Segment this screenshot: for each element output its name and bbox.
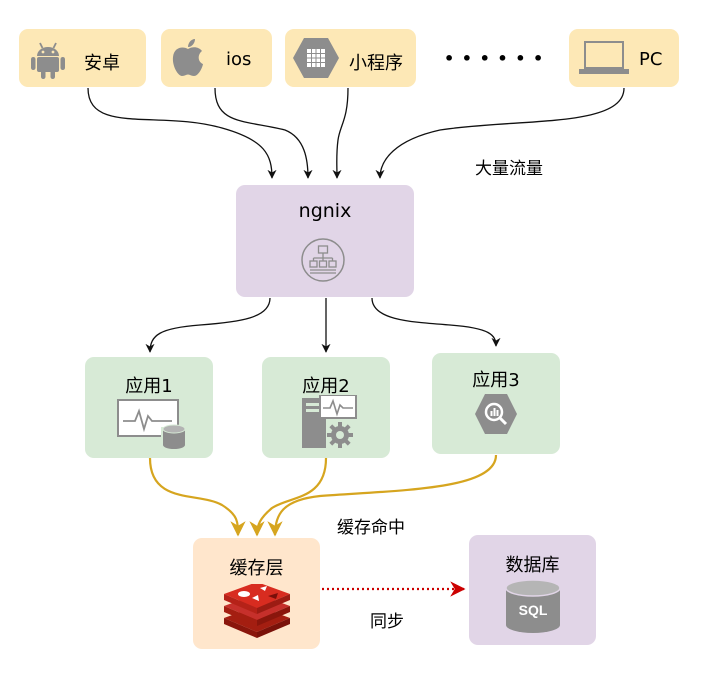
app-2-title: 应用2 [302,376,350,397]
miniprogram-icon [293,38,339,78]
app-1-title: 应用1 [125,376,173,397]
analytics-hexagon-icon [475,394,517,434]
cache-hit-label: 缓存命中 [337,518,405,538]
client-android-label: 安卓 [84,53,120,74]
network-topology-icon [301,238,345,282]
sync-label: 同步 [370,612,404,632]
app-1: 应用1 [85,357,213,458]
client-ios-label: ios [226,49,252,70]
client-pc: PC [569,29,679,87]
client-ios: ios [161,29,272,87]
sql-database-icon: SQL [505,579,561,633]
redis-icon [224,584,290,638]
arrow-app2-cache [249,457,328,537]
client-miniprogram: 小程序 [285,29,416,87]
database-node: 数据库 SQL [469,535,596,645]
arrow-ios-nginx [214,87,313,179]
apple-icon [172,39,203,76]
client-android: 安卓 [19,29,146,87]
app-3: 应用3 [432,353,560,454]
app-3-title: 应用3 [472,370,520,391]
app-2: 应用2 [262,357,390,458]
server-settings-icon [302,395,357,448]
arrow-nginx-app3 [371,297,501,347]
client-pc-label: PC [639,49,663,70]
arrow-android-nginx [87,87,277,179]
database-title: 数据库 [505,555,560,576]
nginx-node: ngnix [236,185,414,297]
clients-ellipsis: • • • • • • [444,49,545,68]
client-miniprogram-label: 小程序 [349,53,403,74]
laptop-icon [579,41,629,74]
traffic-label: 大量流量 [475,159,543,179]
monitor-database-icon [117,399,187,449]
cache-title: 缓存层 [229,558,284,579]
sql-icon-text: SQL [519,602,548,618]
arrow-app3-cache [267,454,498,537]
arrow-miniprogram-nginx [332,87,349,179]
cache-node: 缓存层 [193,538,320,649]
arrow-app1-cache [148,457,246,537]
arrow-nginx-app1 [145,297,271,353]
nginx-title: ngnix [298,200,352,222]
arrow-pc-nginx [375,87,625,179]
android-icon [31,42,65,79]
